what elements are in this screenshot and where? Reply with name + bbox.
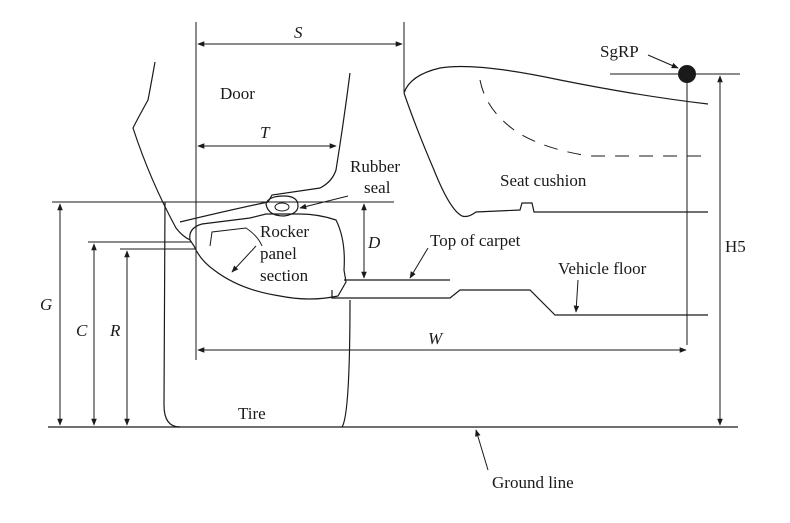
ground-line-pointer (475, 429, 489, 471)
w-label: W (428, 329, 444, 348)
rocker-pointer (231, 245, 257, 273)
c-label: C (76, 321, 88, 340)
top-of-carpet-pointer (409, 247, 429, 279)
top-of-carpet-label: Top of carpet (430, 231, 521, 250)
vehicle-floor-line (331, 289, 708, 316)
door-label: Door (220, 84, 255, 103)
s-label: S (294, 23, 303, 42)
tire-outline (163, 201, 351, 428)
rubber-seal-label-line2: seal (364, 178, 391, 197)
rocker-panel-inner (209, 227, 263, 247)
rubber-seal-label-line1: Rubber (350, 157, 400, 176)
seat-cushion-label: Seat cushion (500, 171, 587, 190)
h5-label: H5 (725, 237, 746, 256)
rocker-label-line2: panel (260, 244, 297, 263)
seat-cushion-dashed (479, 79, 710, 157)
door-inner-outline (179, 72, 351, 223)
seat-cushion-outline (403, 65, 709, 105)
r-label: R (109, 321, 121, 340)
sgrp-pointer (647, 54, 679, 69)
ground-line-label: Ground line (492, 473, 574, 492)
t-label: T (260, 123, 271, 142)
sgrp-label: SgRP (600, 42, 639, 61)
g-label: G (40, 295, 52, 314)
d-label: D (367, 233, 381, 252)
rubber-seal-core (274, 202, 290, 212)
tire-label: Tire (238, 404, 266, 423)
rocker-label-line1: Rocker (260, 222, 309, 241)
vehicle-floor-label: Vehicle floor (558, 259, 647, 278)
vehicle-floor-pointer (573, 279, 580, 313)
rocker-label-line3: section (260, 266, 309, 285)
rubber-seal-shape (265, 195, 299, 217)
rocker-panel-shape (189, 213, 347, 300)
rubber-seal-pointer (299, 195, 349, 210)
door-outline (132, 61, 191, 241)
seat-cushion-body (403, 92, 708, 218)
